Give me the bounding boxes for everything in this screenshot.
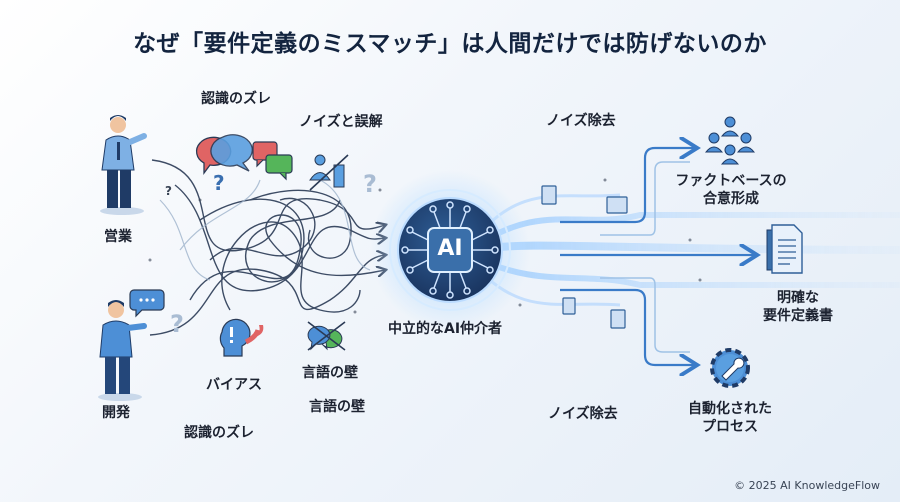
speech-bubble-blue-icon <box>210 134 253 172</box>
sales-person-icon <box>100 115 147 215</box>
outcome-line2: 要件定義書 <box>763 308 833 324</box>
svg-text:?: ? <box>213 171 225 195</box>
output-routes <box>560 148 755 365</box>
svg-text:?: ? <box>165 184 172 198</box>
outcome-line1: ファクトベースの <box>675 173 787 189</box>
document-icons <box>541 185 628 329</box>
outcome-line2: 合意形成 <box>703 191 759 207</box>
label-noise-removal-bottom: ノイズ除去 <box>548 406 618 422</box>
spec-document-icon <box>766 224 803 274</box>
actor-label-dev: 開発 <box>102 405 130 421</box>
chat-green-icon <box>265 154 293 181</box>
label-language-barrier-2: 言語の壁 <box>309 399 365 415</box>
tangled-communication-lines <box>149 159 385 336</box>
label-noise-removal-top: ノイズ除去 <box>546 113 616 129</box>
outcome-fact-consensus: ファクトベースの 合意形成 <box>672 172 790 208</box>
page-title: なぜ「要件定義のミスマッチ」は人間だけでは防げないのか <box>133 31 767 57</box>
developer-person-icon <box>98 300 147 401</box>
svg-text:?: ? <box>170 310 184 338</box>
outcome-line2: プロセス <box>702 419 758 435</box>
actor-label-sales: 営業 <box>104 229 132 245</box>
label-recognition-gap-top: 認識のズレ <box>201 91 271 107</box>
language-barrier-icon <box>307 321 346 351</box>
dev-chat-bubble-icon <box>129 289 165 318</box>
particles <box>148 178 702 314</box>
faint-noise-lines <box>159 179 371 281</box>
label-bias: バイアス <box>206 377 262 393</box>
bias-head-icon <box>219 318 264 357</box>
blocked-person-icon <box>309 154 349 191</box>
label-language-barrier-1: 言語の壁 <box>302 365 358 381</box>
outcome-automated-process: 自動化された プロセス <box>680 400 780 436</box>
gear-wrench-icon <box>710 348 750 388</box>
copyright-footer: © 2025 AI KnowledgeFlow <box>734 479 880 492</box>
svg-text:?: ? <box>363 170 377 198</box>
outcome-clear-spec: 明確な 要件定義書 <box>750 289 846 325</box>
label-noise-misunderstanding: ノイズと誤解 <box>299 114 383 130</box>
outcome-line1: 明確な <box>777 290 819 306</box>
label-neutral-ai-mediator: 中立的なAI仲介者 <box>388 321 503 337</box>
ai-core-icon <box>370 170 530 330</box>
question-mark-icons: ? ? ? ? <box>165 170 377 338</box>
outcome-line1: 自動化された <box>688 401 772 417</box>
label-recognition-gap-bottom: 認識のズレ <box>184 425 254 441</box>
team-consensus-icon <box>704 116 756 165</box>
ai-chip-label: AI <box>437 236 463 261</box>
